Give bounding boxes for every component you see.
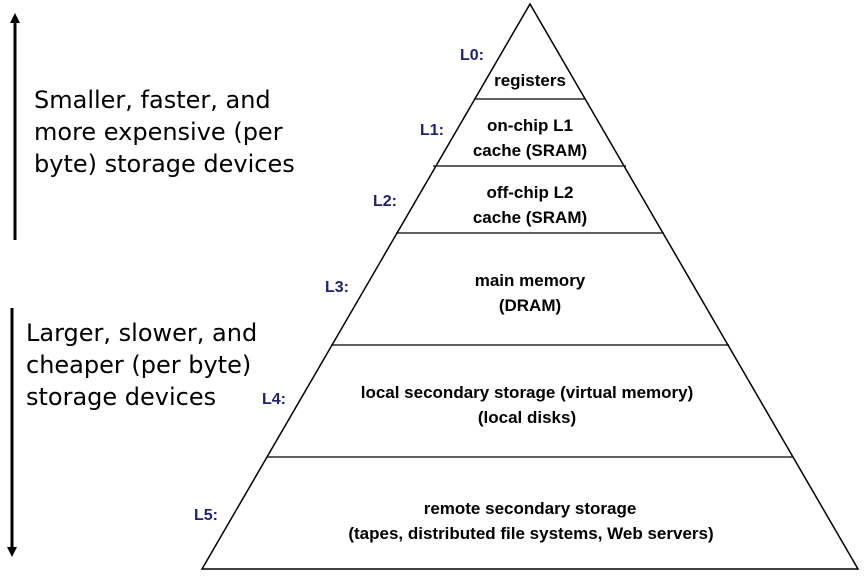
level-label-l4: L4: [262,391,286,408]
annotation-line: more expensive (per [34,118,283,146]
level-2-text-line1: off-chip L2 [487,183,574,202]
level-4-text-line1: local secondary storage (virtual memory) [361,383,694,402]
faster-storage-annotation: Smaller, faster, and more expensive (per… [34,84,295,180]
level-2-text-line2: cache (SRAM) [473,208,587,227]
level-label-l2: L2: [373,193,397,210]
level-4-text-line2: (local disks) [478,408,576,427]
level-5-text-line1: remote secondary storage [424,499,637,518]
annotation-line: Larger, slower, and [26,319,258,347]
level-5-text-line2: (tapes, distributed file systems, Web se… [348,524,713,543]
level-label-l3: L3: [325,279,349,296]
level-label-l0: L0: [460,47,484,64]
annotation-line: storage devices [26,383,217,411]
level-0-text: registers [494,71,566,90]
annotation-line: byte) storage devices [34,150,295,178]
level-1-text-line2: cache (SRAM) [473,141,587,160]
level-1-text-line1: on-chip L1 [487,116,573,135]
level-label-l5: L5: [194,507,218,524]
level-label-l1: L1: [420,122,444,139]
pyramid-outline [200,2,860,570]
annotation-line: cheaper (per byte) [26,351,252,379]
slower-storage-annotation: Larger, slower, and cheaper (per byte) s… [26,317,257,413]
level-3-text-line2: (DRAM) [499,296,561,315]
level-3-text-line1: main memory [475,271,586,290]
annotation-line: Smaller, faster, and [34,86,271,114]
